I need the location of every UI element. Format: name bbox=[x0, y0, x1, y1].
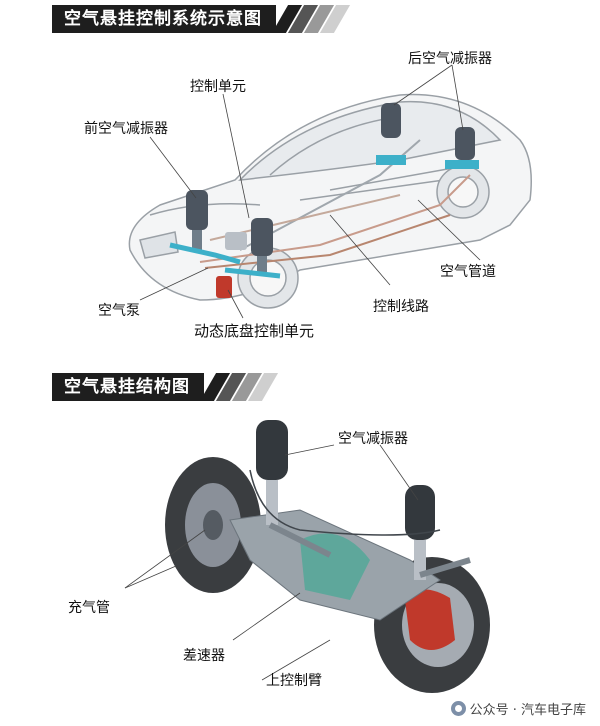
label-chassis-control-unit: 动态底盘控制单元 bbox=[194, 322, 315, 340]
section2-header: 空气悬挂结构图 bbox=[52, 373, 279, 401]
label-upper-control-arm: 上控制臂 bbox=[266, 673, 322, 689]
suspension-illustration bbox=[165, 420, 490, 693]
leader-lines-2 bbox=[124, 444, 419, 681]
label-inflation-pipe: 充气管 bbox=[68, 600, 110, 616]
label-front-shock: 前空气减振器 bbox=[84, 121, 168, 137]
label-rear-shock: 后空气减振器 bbox=[408, 51, 492, 67]
wechat-icon bbox=[450, 701, 466, 716]
label-air-pipe: 空气管道 bbox=[440, 264, 496, 280]
rear-shock-figures bbox=[376, 103, 479, 169]
section1-title: 空气悬挂控制系统示意图 bbox=[52, 5, 276, 33]
section2-title: 空气悬挂结构图 bbox=[52, 373, 204, 401]
watermark-text: 公众号 · 汽车电子库 bbox=[469, 703, 586, 718]
watermark: 公众号 · 汽车电子库 bbox=[450, 699, 586, 718]
label-air-shock: 空气减振器 bbox=[338, 431, 408, 447]
pump-figure bbox=[216, 232, 247, 298]
label-control-unit: 控制单元 bbox=[190, 79, 246, 95]
label-air-pump: 空气泵 bbox=[98, 303, 140, 319]
front-shock-figure bbox=[169, 190, 241, 265]
label-differential: 差速器 bbox=[183, 648, 225, 664]
center-shock-figure bbox=[224, 218, 281, 279]
leader-lines-1 bbox=[139, 64, 481, 319]
header-stripes bbox=[199, 373, 279, 401]
section1-header: 空气悬挂控制系统示意图 bbox=[52, 5, 351, 33]
label-control-line: 控制线路 bbox=[373, 299, 429, 315]
